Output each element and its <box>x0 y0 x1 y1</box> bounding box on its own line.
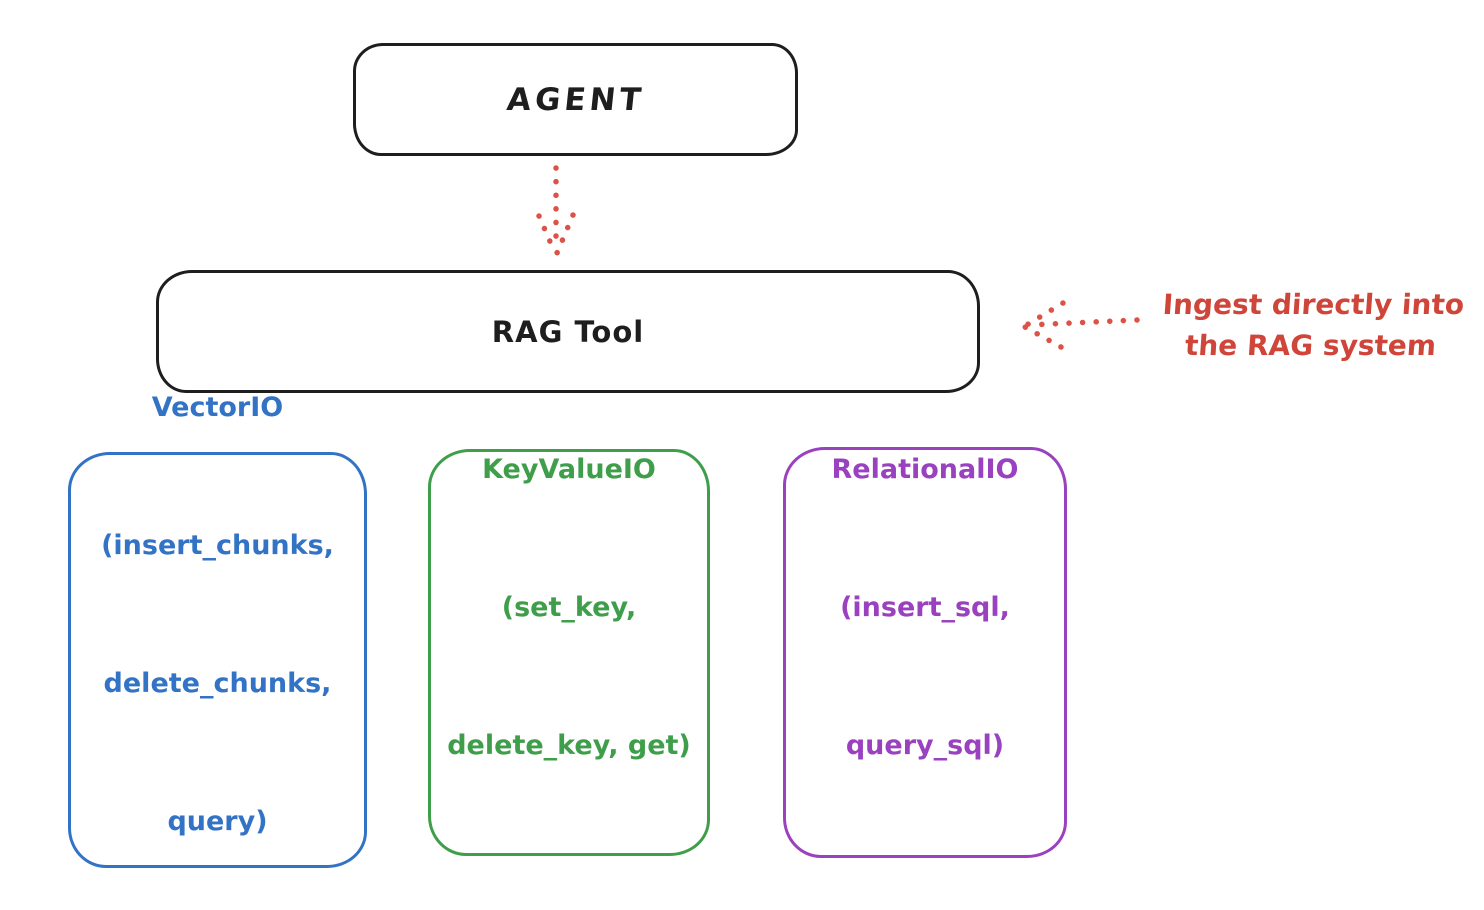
keyvalue-io-label: KeyValueIO (set_key, delete_key, get) <box>447 453 691 761</box>
agent-to-rag-arrow <box>536 165 576 256</box>
agent-label: AGENT <box>504 81 647 118</box>
rag-tool-node: RAG Tool <box>156 270 980 393</box>
vector-io-label: VectorIO (insert_chunks, delete_chunks, … <box>101 392 334 837</box>
rag-tool-label: RAG Tool <box>491 314 645 349</box>
annotation-to-rag-arrow <box>1022 300 1140 350</box>
vector-io-node: VectorIO (insert_chunks, delete_chunks, … <box>68 392 367 868</box>
sql-table-label: SQLTable <box>857 905 992 910</box>
ingest-annotation-line1: Ingest directly into <box>1161 288 1466 321</box>
keyvalue-io-node: KeyValueIO (set_key, delete_key, get) Ke… <box>428 449 710 856</box>
relational-io-label: RelationalIO (insert_sql, query_sql) <box>831 453 1019 761</box>
ingest-annotation-line2: the RAG system <box>1183 329 1438 362</box>
relational-io-node: RelationalIO (insert_sql, query_sql) SQL… <box>783 447 1067 858</box>
keyvalue-index-label: KeyValueIndex <box>456 905 681 910</box>
ingest-annotation: Ingest directly into the RAG system <box>1137 284 1484 366</box>
agent-node: AGENT <box>353 43 798 156</box>
